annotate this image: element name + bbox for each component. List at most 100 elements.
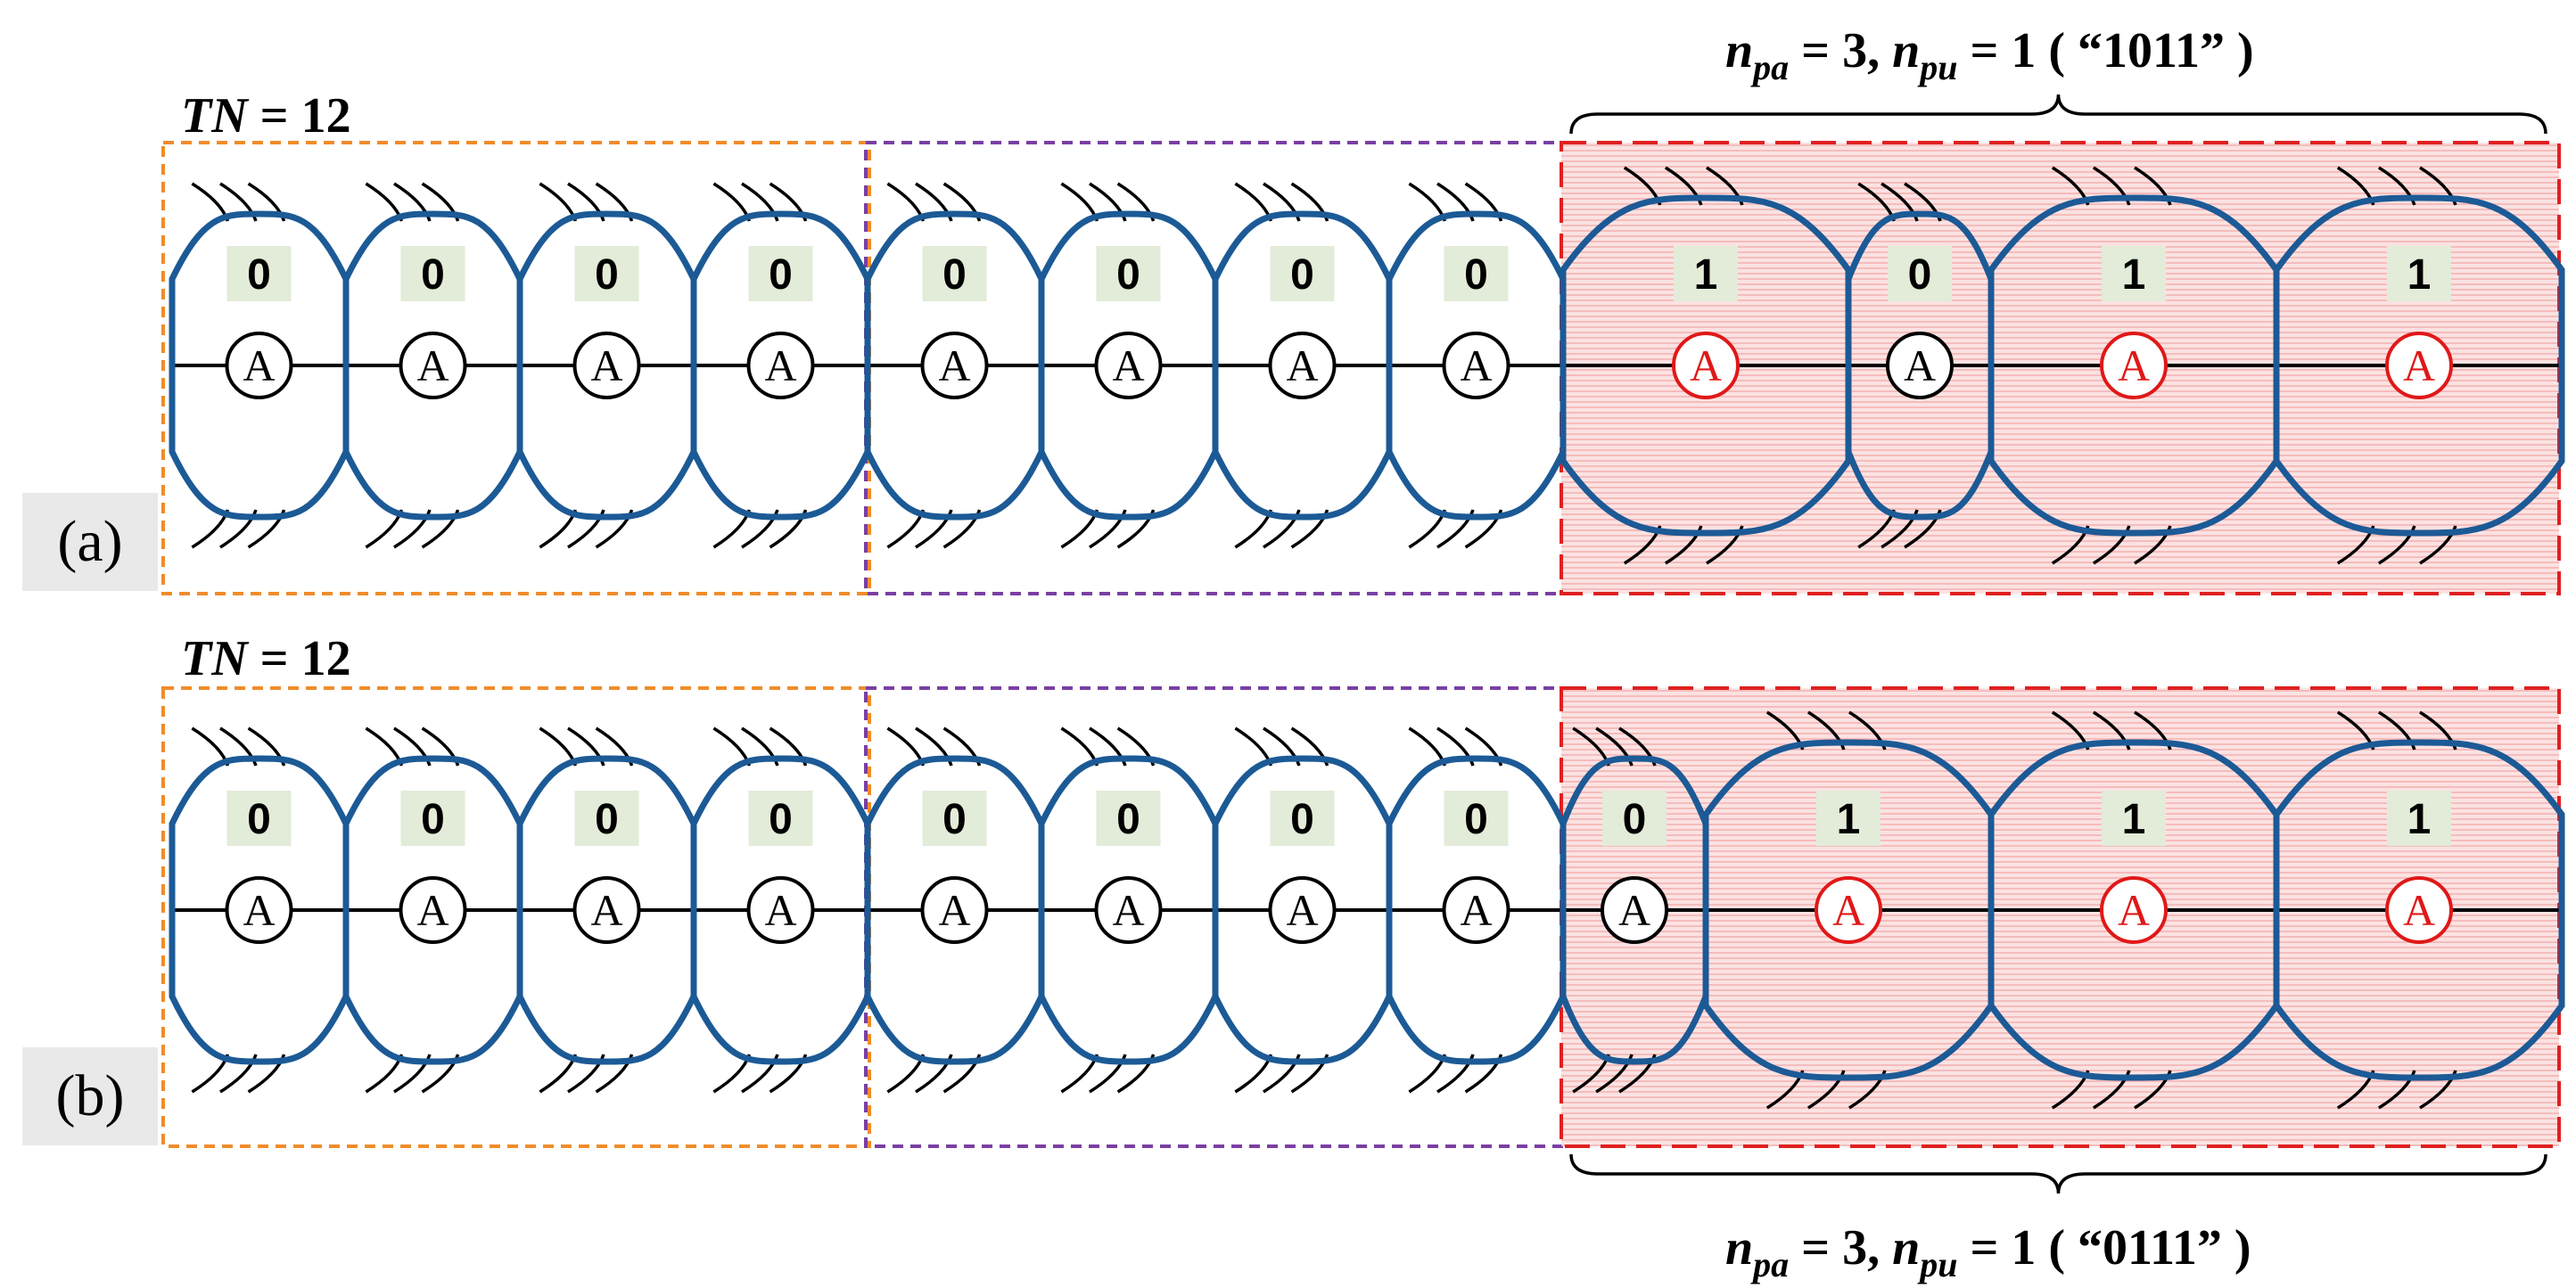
cell-outline xyxy=(2273,739,2565,1081)
node-circle xyxy=(1815,876,1882,944)
brace xyxy=(1569,94,2547,135)
whisker-bottom xyxy=(1263,509,1301,549)
whisker-bottom xyxy=(567,1054,605,1094)
bit-value: 0 xyxy=(247,251,271,299)
bit-box xyxy=(748,791,813,846)
bit-value: 0 xyxy=(1290,796,1314,843)
group-annotation: npa = 3, npu = 1 ( “1011” ) xyxy=(1725,23,2254,87)
node-circle xyxy=(920,876,989,944)
whisker-bottom xyxy=(1089,1054,1127,1094)
whisker-top xyxy=(1436,726,1475,767)
whisker-top xyxy=(2377,710,2416,751)
whisker-top xyxy=(1089,726,1127,767)
bit-box xyxy=(226,791,292,846)
cell-11: 1A xyxy=(1988,710,2280,1110)
whisker-bottom xyxy=(219,509,258,549)
bit-value: 0 xyxy=(595,251,619,299)
bit-box xyxy=(226,246,292,301)
bit-value: 0 xyxy=(942,251,967,299)
whisker-bottom xyxy=(915,1054,953,1094)
node-circle xyxy=(1442,876,1510,944)
bit-value: 0 xyxy=(769,796,793,843)
cell-12: 1A xyxy=(2273,710,2565,1110)
whisker-bottom xyxy=(741,1054,779,1094)
node-label: A xyxy=(590,340,622,390)
whisker-bottom xyxy=(1806,1070,1846,1110)
node-circle xyxy=(2100,332,2168,399)
whisker-top xyxy=(393,182,432,222)
whisker-bottom xyxy=(393,509,432,549)
bit-box xyxy=(1096,246,1161,301)
node-label: A xyxy=(243,340,275,390)
whisker-top xyxy=(1089,182,1127,222)
cell-outline xyxy=(1560,194,1852,537)
node-circle xyxy=(225,876,293,944)
node-circle xyxy=(399,332,467,399)
panel-label-box xyxy=(22,1047,158,1145)
node-label: A xyxy=(1832,885,1864,935)
bit-box xyxy=(1888,246,1952,301)
whisker-bottom xyxy=(1263,1054,1301,1094)
node-circle xyxy=(1268,876,1337,944)
whisker-bottom xyxy=(1436,1054,1475,1094)
group-annotation: npa = 3, npu = 1 ( “0111” ) xyxy=(1725,1220,2251,1284)
bit-box xyxy=(2102,791,2166,846)
node-circle xyxy=(1094,876,1163,944)
cell-9: 1A xyxy=(1560,166,1852,565)
bit-value: 1 xyxy=(1694,251,1718,299)
node-label: A xyxy=(938,885,970,935)
node-circle xyxy=(1442,332,1510,399)
whisker-top xyxy=(219,182,258,222)
node-label: A xyxy=(2403,340,2435,390)
node-circle xyxy=(399,876,467,944)
whisker-bottom xyxy=(2377,1070,2416,1110)
cell-11: 1A xyxy=(1988,166,2280,565)
cell-2: 0A xyxy=(342,182,523,549)
bit-box xyxy=(2102,246,2166,301)
node-label: A xyxy=(938,340,970,390)
cell-5: 0A xyxy=(864,726,1045,1094)
whisker-top xyxy=(741,726,779,767)
brace xyxy=(1569,1153,2547,1194)
bit-box xyxy=(1444,246,1509,301)
cell-3: 0A xyxy=(516,726,697,1094)
whisker-top xyxy=(1263,182,1301,222)
bit-box xyxy=(1602,791,1667,846)
bit-box xyxy=(400,246,465,301)
bit-box xyxy=(1096,791,1161,846)
node-label: A xyxy=(416,340,449,390)
node-circle xyxy=(920,332,989,399)
node-label: A xyxy=(2118,885,2150,935)
node-label: A xyxy=(2118,340,2150,390)
bit-box xyxy=(574,791,639,846)
whisker-bottom xyxy=(741,509,779,549)
node-label: A xyxy=(2403,885,2435,935)
bit-value: 0 xyxy=(421,796,445,843)
whisker-bottom xyxy=(567,509,605,549)
bit-value: 0 xyxy=(1623,796,1647,843)
bit-box xyxy=(1270,246,1335,301)
node-circle xyxy=(572,876,641,944)
node-circle xyxy=(2385,332,2453,399)
whisker-bottom xyxy=(915,509,953,549)
node-circle xyxy=(1268,332,1337,399)
bit-box xyxy=(1444,791,1509,846)
node-circle xyxy=(1601,876,1668,944)
whisker-bottom xyxy=(1664,525,1703,565)
whisker-bottom xyxy=(1881,509,1919,549)
node-circle xyxy=(225,332,293,399)
bit-box xyxy=(1270,791,1335,846)
panel-label: (a) xyxy=(57,509,122,574)
whisker-bottom xyxy=(1436,509,1475,549)
node-label: A xyxy=(1460,885,1492,935)
whisker-bottom xyxy=(2377,525,2416,565)
whisker-top xyxy=(567,182,605,222)
node-label: A xyxy=(1112,885,1144,935)
cell-10: 0A xyxy=(1845,182,1995,549)
bit-value: 0 xyxy=(1464,251,1488,299)
whisker-top xyxy=(567,726,605,767)
bit-box xyxy=(400,791,465,846)
whisker-top xyxy=(393,726,432,767)
panel-label-box xyxy=(22,493,158,591)
